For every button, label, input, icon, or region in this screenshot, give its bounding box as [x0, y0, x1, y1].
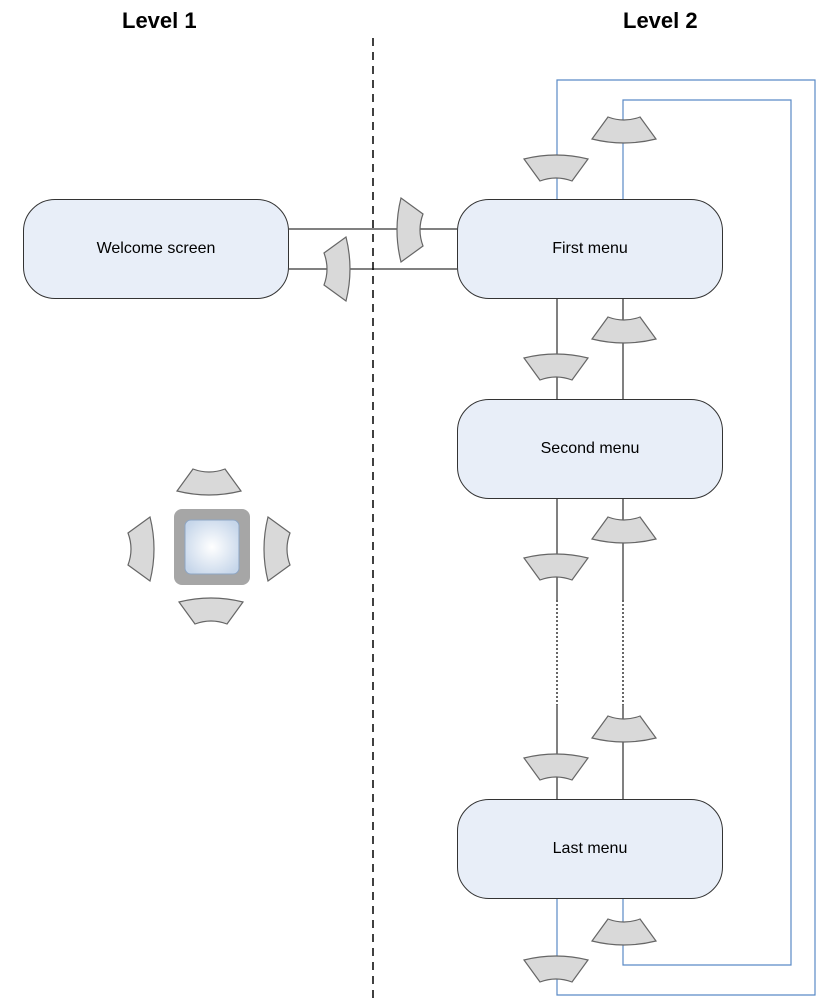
up-arrow-key-icon	[176, 468, 242, 496]
up-arrow-key-icon	[591, 316, 657, 344]
last-menu-box: Last menu	[457, 799, 723, 899]
right-arrow-key-icon	[263, 516, 291, 582]
level-2-title: Level 2	[623, 8, 698, 33]
down-arrow-key-icon	[523, 955, 589, 983]
down-arrow-key-icon	[178, 597, 244, 625]
down-arrow-key-icon	[523, 553, 589, 581]
up-arrow-key-icon	[591, 116, 657, 144]
down-arrow-key-icon	[523, 154, 589, 182]
left-arrow-key-icon	[127, 516, 155, 582]
up-arrow-key-icon	[591, 918, 657, 946]
up-arrow-key-icon	[591, 715, 657, 743]
right-arrow-key-icon	[396, 197, 424, 263]
down-arrow-key-icon	[523, 753, 589, 781]
down-arrow-key-icon	[523, 353, 589, 381]
wrap-loop-inner	[622, 99, 792, 966]
first-menu-box: First menu	[457, 199, 723, 299]
left-arrow-key-icon	[323, 236, 351, 302]
keypad-legend	[127, 468, 291, 625]
level-1-title: Level 1	[122, 8, 197, 33]
welcome-screen-box: Welcome screen	[23, 199, 289, 299]
center-key-icon	[174, 509, 250, 585]
up-arrow-key-icon	[591, 516, 657, 544]
second-menu-box: Second menu	[457, 399, 723, 499]
